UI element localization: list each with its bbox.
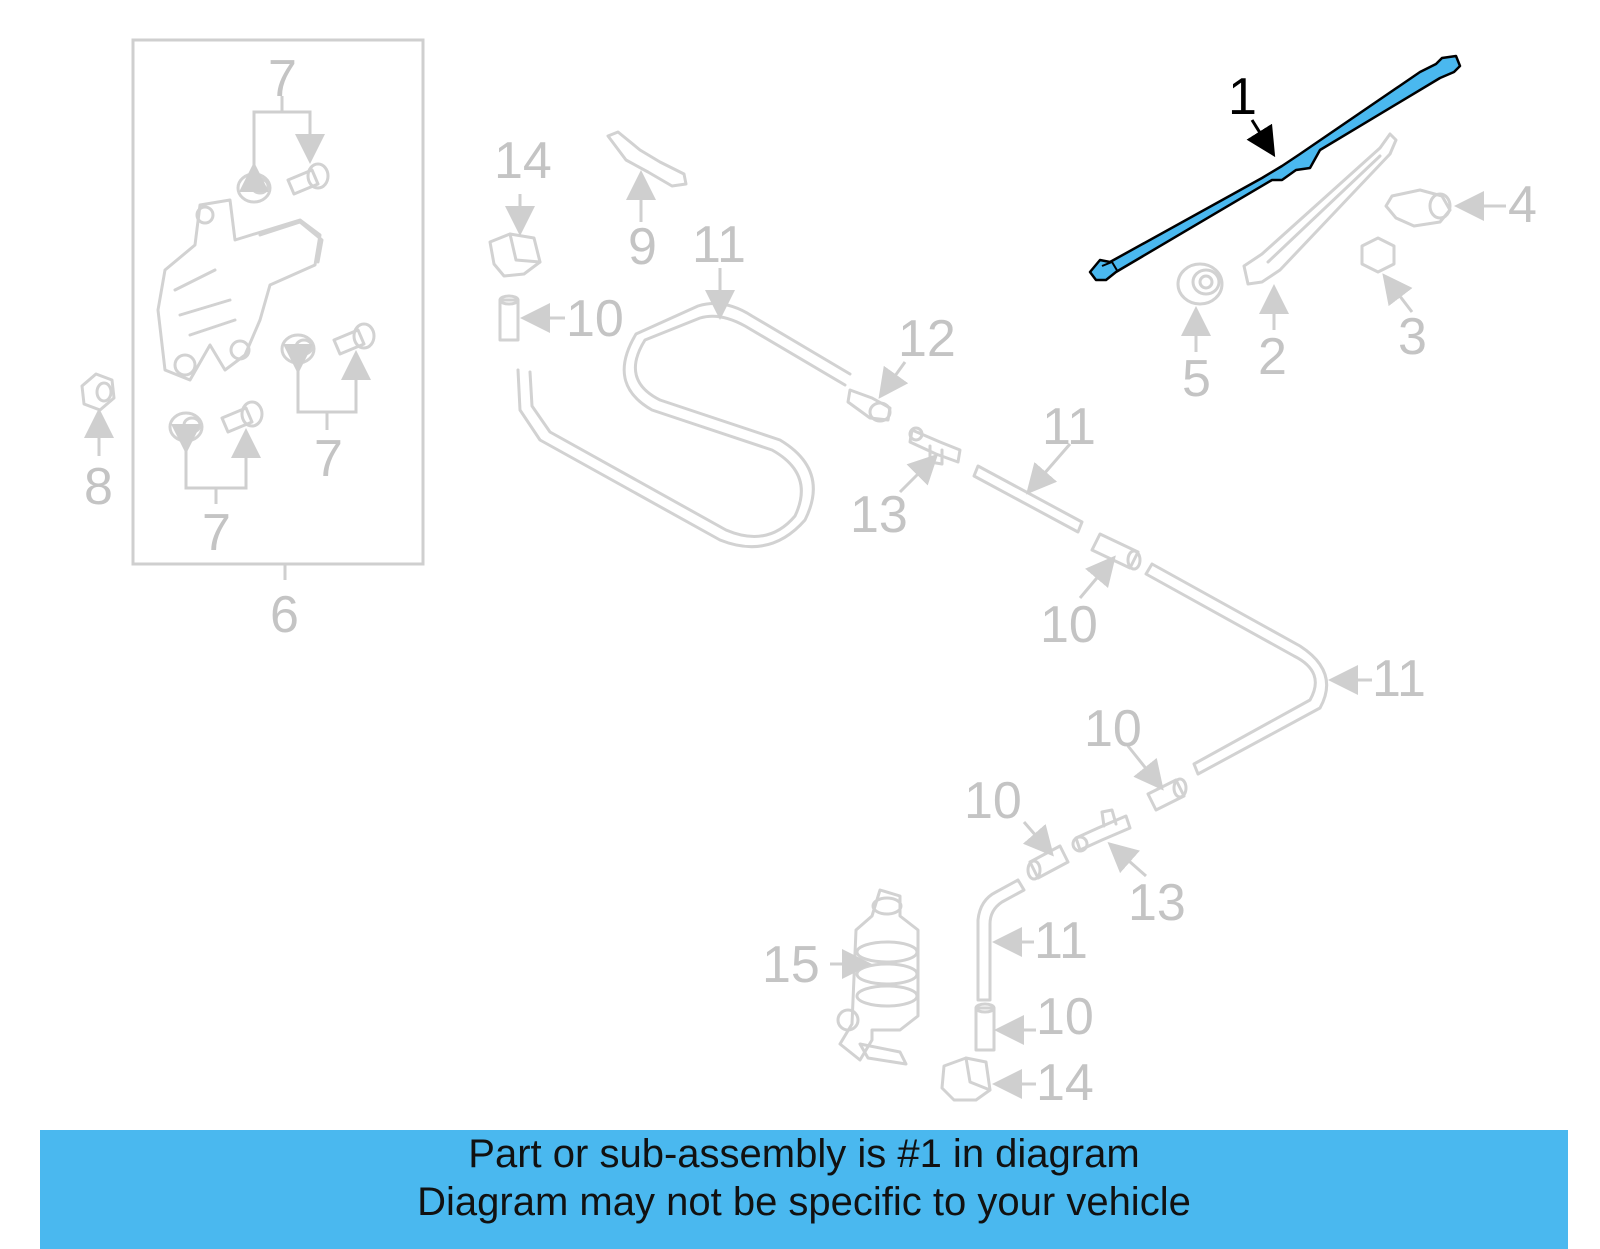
callout-10-lower-middle: 10 [964,772,1022,830]
callout-11-right: 11 [1372,650,1426,708]
callout-12: 12 [898,310,956,368]
callout-13-lower: 13 [1128,874,1186,932]
bolt-bottom [220,400,264,434]
tee-connector-13-lower [1071,808,1132,853]
hose-11-center [972,464,1084,534]
wiper-blade-1 [1088,54,1462,282]
tube-10-bottom [974,1002,996,1052]
cap-12 [846,388,892,423]
wiper-motor [156,198,324,382]
motor-assembly-box [131,38,425,566]
info-banner: Part or sub-assembly is #1 in diagram Di… [40,1130,1568,1249]
grommet-5 [1176,262,1224,306]
callout-7-right: 7 [314,430,343,488]
callout-11-lower: 11 [1034,912,1088,970]
callout-14-bottom: 14 [1036,1054,1094,1112]
callout-8: 8 [84,458,113,516]
callout-10-right: 10 [1084,700,1142,758]
hose-11-right [1144,562,1329,776]
callout-6: 6 [270,586,299,644]
callout-7-top: 7 [268,50,297,108]
callout-15: 15 [762,936,820,994]
nut-8 [80,372,116,412]
callout-10-bottom: 10 [1036,988,1094,1046]
leader-1 [1246,119,1276,158]
wiper-arm-2 [1242,132,1398,286]
cap-4 [1384,188,1452,228]
callout-11-left: 11 [692,216,746,274]
callout-5: 5 [1182,350,1211,408]
callout-1: 1 [1228,68,1257,126]
callout-4: 4 [1508,176,1537,234]
bushing-bottom [168,411,204,443]
callout-13-upper: 13 [850,486,908,544]
connector-14-top [488,232,542,278]
tube-10-upper-left [498,294,520,342]
bolt-right [332,322,376,356]
callout-7-bottom: 7 [202,504,231,562]
tube-10-center [1090,532,1142,571]
tee-connector-13-upper [908,426,962,466]
leaders-7 [171,96,371,504]
tube-10-right [1146,777,1188,812]
bolt-top [286,162,330,196]
banner-line-disclaimer: Diagram may not be specific to your vehi… [417,1180,1191,1224]
parts-diagram: 1 2 3 4 5 6 7 7 7 8 9 10 10 10 10 10 11 … [80,38,1537,1112]
callout-3: 3 [1398,308,1427,366]
callout-11-center: 11 [1042,398,1096,456]
connector-14-bottom [940,1056,992,1102]
nut-3 [1360,236,1396,274]
callout-2: 2 [1258,328,1287,386]
washer-pump-15 [836,888,920,1066]
bushing-right [280,333,316,365]
bushing-top [236,172,272,204]
callout-9: 9 [628,218,657,276]
hose-11-lower [976,878,1026,1002]
callout-10-upper-left: 10 [566,290,624,348]
banner-line-part: Part or sub-assembly is #1 in diagram [468,1132,1140,1176]
hose-clip-9 [606,130,688,188]
callout-10-center: 10 [1040,596,1098,654]
callout-14-top: 14 [494,132,552,190]
